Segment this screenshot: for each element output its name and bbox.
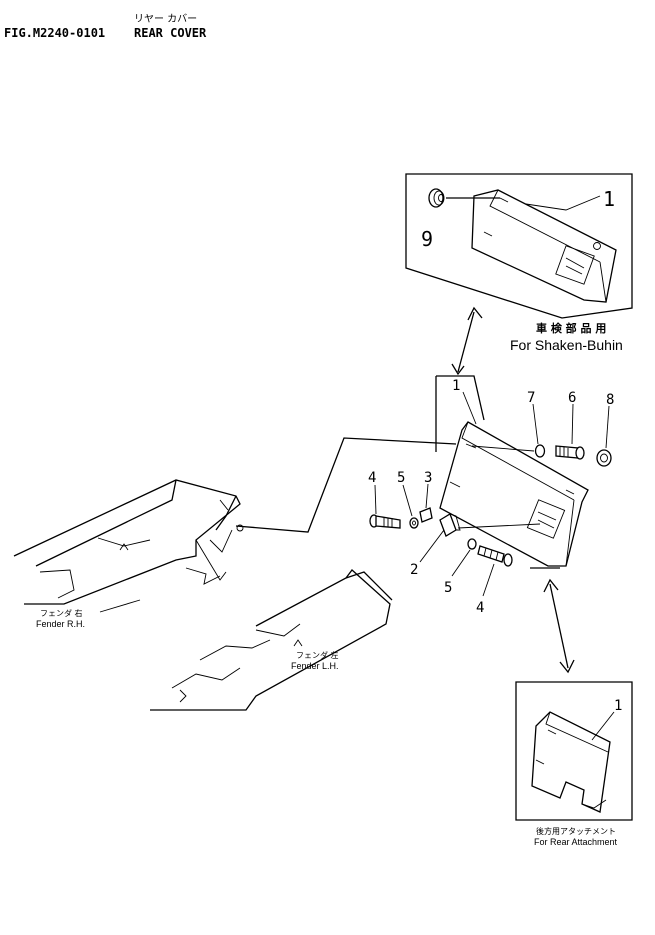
callout-1-main: 1 (452, 378, 460, 394)
fender-lh-label-ja: フェンダ 左 (296, 650, 339, 660)
callout-8: 8 (606, 392, 614, 408)
rear-cover-plate-attachment (531, 711, 611, 813)
nut-part-8 (596, 449, 612, 467)
bolt-part-4-upper (369, 514, 401, 529)
rear-attachment-label-ja: 後方用アタッチメント (536, 826, 616, 836)
callout-2: 2 (410, 562, 418, 578)
callout-4-lower: 4 (476, 600, 484, 616)
bolt-part-4-lower (477, 545, 513, 567)
callout-9: 9 (421, 227, 433, 251)
fender-lh-label: Fender L.H. (291, 661, 339, 671)
callout-1-shaken: 1 (603, 187, 615, 211)
callout-1-attachment: 1 (614, 698, 622, 714)
callout-3: 3 (424, 470, 432, 486)
arrow-to-shaken-inset (451, 306, 483, 376)
nut-part-9 (428, 188, 445, 208)
callout-4-upper: 4 (368, 470, 376, 486)
inset-shaken-buhin: 1 9 車 検 部 品 用 For Shaken-Buhin (405, 173, 633, 353)
title-japanese: リヤー カバー (134, 13, 197, 25)
fender-left: フェンダ 左 Fender L.H. (150, 569, 393, 711)
callout-5-lower: 5 (444, 580, 452, 596)
washer-part-5-lower (467, 538, 477, 550)
bolt-part-6 (555, 445, 585, 460)
washer-part-5-upper (409, 517, 419, 529)
fender-rh-label-ja: フェンダ 右 (40, 608, 83, 618)
inset-rear-attachment: 1 後方用アタッチメント For Rear Attachment (515, 681, 633, 847)
main-cover-group: 1 7 6 8 4 5 3 2 5 4 (368, 375, 614, 616)
figure-title: REAR COVER (134, 26, 207, 40)
fender-rh-label: Fender R.H. (36, 619, 85, 629)
callout-6: 6 (568, 390, 576, 406)
washer-part-7 (534, 444, 546, 458)
rear-cover-plate-main (439, 421, 589, 567)
shaken-label-ja: 車 検 部 品 用 (536, 321, 606, 335)
rear-attachment-label: For Rear Attachment (534, 837, 618, 847)
callout-5-upper: 5 (397, 470, 405, 486)
fender-right: フェンダ 右 Fender R.H. (13, 479, 244, 629)
shaken-label: For Shaken-Buhin (510, 337, 623, 353)
figure-code: FIG.M2240-0101 (4, 26, 105, 40)
arrow-to-rear-attachment-inset (543, 578, 575, 674)
bracket-part-3 (419, 507, 433, 523)
callout-7: 7 (527, 390, 535, 406)
